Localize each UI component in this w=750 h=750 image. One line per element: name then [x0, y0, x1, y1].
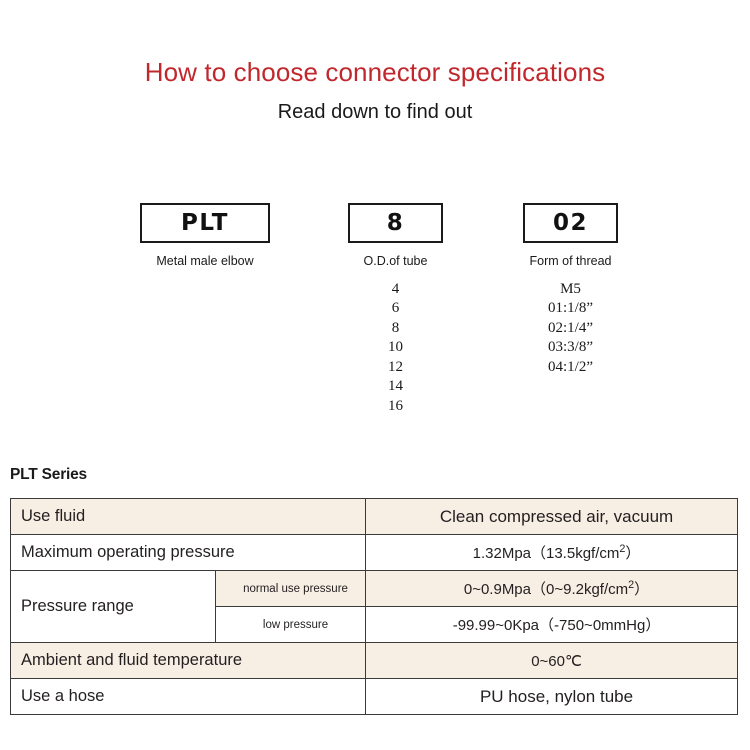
page-subtitle: Read down to find out — [277, 100, 473, 123]
spec-label-merged: Pressure range — [10, 570, 216, 643]
code-column-series: PLT Metal male elbow — [140, 203, 270, 280]
spec-value: 1.32Mpa（13.5kgf/cm2） — [365, 534, 739, 571]
spec-value-paren: （-750~0mmHg） — [539, 617, 661, 634]
code-box-form-of-thread-value: 02 — [552, 209, 588, 236]
option-item: 4 — [391, 280, 400, 297]
code-box-series-value: PLT — [181, 209, 229, 236]
page-header: How to choose connector specifications R… — [0, 0, 750, 123]
spec-value: PU hose, nylon tube — [365, 678, 739, 715]
table-row: Use a hose PU hose, nylon tube — [9, 678, 739, 715]
spec-sublabel: low pressure — [214, 606, 367, 643]
table-row: Use fluid Clean compressed air, vacuum — [9, 498, 739, 535]
code-box-form-of-thread: 02 — [523, 203, 618, 243]
option-item: 02:1/4” — [548, 319, 593, 336]
table-row: Pressure range normal use pressure 0~0.9… — [10, 570, 739, 643]
code-box-series: PLT — [140, 203, 270, 243]
option-item: 16 — [388, 397, 403, 414]
code-column-form-of-thread: 02 Form of thread M5 01:1/8” 02:1/4” 03:… — [523, 203, 618, 377]
spec-value-main: 0~0.9Mpa — [463, 581, 531, 598]
option-list-form-of-thread: M5 01:1/8” 02:1/4” 03:3/8” 04:1/2” — [523, 280, 618, 378]
option-item: 10 — [388, 339, 403, 356]
part-number-builder: PLT Metal male elbow 8 O.D.of tube 4 6 8… — [0, 203, 750, 453]
spec-value-main: -99.99~0Kpa — [452, 617, 540, 634]
option-item: 01:1/8” — [548, 300, 593, 317]
spec-label: Use a hose — [9, 678, 367, 715]
spec-table-heading: PLT Series — [10, 466, 87, 483]
spec-value: Clean compressed air, vacuum — [365, 498, 739, 535]
code-column-od-of-tube: 8 O.D.of tube 4 6 8 10 12 14 16 — [348, 203, 443, 416]
spec-value-paren: （13.5kgf/cm — [531, 545, 620, 562]
option-item: 03:3/8” — [548, 339, 593, 356]
spec-value-close: ） — [634, 581, 650, 598]
code-caption-form-of-thread: Form of thread — [529, 254, 612, 268]
spec-value: -99.99~0Kpa（-750~0mmHg） — [365, 606, 739, 643]
code-box-od-of-tube: 8 — [348, 203, 443, 243]
code-caption-series: Metal male elbow — [156, 254, 254, 268]
spec-value-exponent: 2 — [619, 543, 626, 555]
spec-table: Use fluid Clean compressed air, vacuum M… — [9, 498, 739, 715]
table-row: Ambient and fluid temperature 0~60℃ — [9, 642, 739, 679]
spec-value-paren: （0~9.2kgf/cm — [531, 581, 629, 598]
spec-label: Ambient and fluid temperature — [9, 642, 367, 679]
spec-sublabel: normal use pressure — [214, 570, 367, 607]
option-item: 6 — [391, 300, 400, 317]
code-box-od-of-tube-value: 8 — [386, 209, 405, 236]
table-row: Maximum operating pressure 1.32Mpa（13.5k… — [9, 534, 739, 571]
spec-value-exponent: 2 — [628, 579, 635, 591]
spec-value-main: 1.32Mpa — [472, 545, 531, 562]
spec-label: Maximum operating pressure — [9, 534, 367, 571]
option-item: 8 — [391, 319, 400, 336]
spec-value: 0~0.9Mpa（0~9.2kgf/cm2） — [365, 570, 739, 607]
option-list-od-of-tube: 4 6 8 10 12 14 16 — [348, 280, 443, 417]
spec-label: Use fluid — [9, 498, 367, 535]
option-item: 04:1/2” — [548, 358, 593, 375]
option-item: M5 — [560, 280, 581, 297]
option-item: 14 — [388, 378, 403, 395]
spec-value-close: ） — [625, 545, 641, 562]
spec-value: 0~60℃ — [365, 642, 739, 679]
page-title: How to choose connector specifications — [144, 57, 606, 87]
code-caption-od-of-tube: O.D.of tube — [363, 254, 428, 268]
option-item: 12 — [388, 358, 403, 375]
spec-table-container: Use fluid Clean compressed air, vacuum M… — [9, 498, 739, 715]
